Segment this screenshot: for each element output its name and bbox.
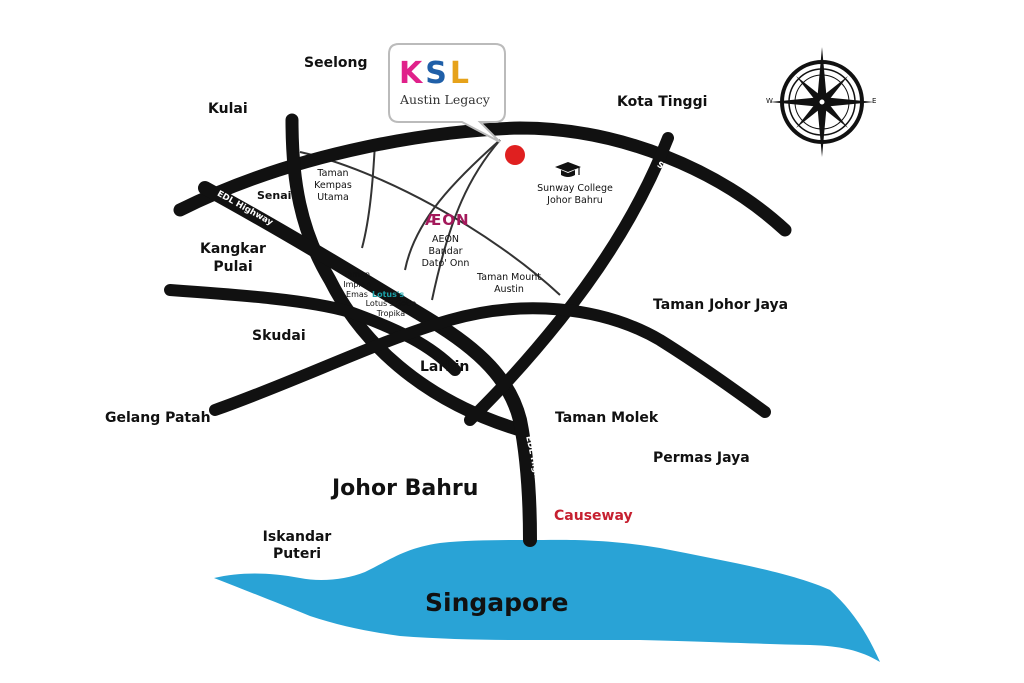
label-sunway-college: Sunway College Johor Bahru xyxy=(537,183,613,206)
edl-highway-upper xyxy=(198,181,537,547)
label-taman-mount-austin: Taman Mount Austin xyxy=(477,272,541,295)
label-iskandar-puteri: Iskandar Puteri xyxy=(262,529,332,562)
label-taman-kempas-utama: Taman Kempas Utama xyxy=(314,168,352,203)
road-kangkar-pulai xyxy=(164,284,461,376)
ksl-subtitle: Austin Legacy xyxy=(400,92,490,107)
aeon-logo: ÆON xyxy=(425,211,470,229)
label-singapore: Singapore xyxy=(425,588,569,617)
road-kulai-spine xyxy=(285,113,527,437)
local-road-bandar xyxy=(431,139,501,301)
label-taman-johor-jaya: Taman Johor Jaya xyxy=(653,297,789,313)
ksl-letter-k: K xyxy=(399,56,426,91)
label-kulai: Kulai xyxy=(208,101,248,117)
lotus-logo: Lotus's xyxy=(372,290,405,299)
label-skudai: Skudai xyxy=(252,328,306,344)
label-kangkar-pulai: Kangkar Pulai xyxy=(200,241,266,275)
label-permas-jaya: Permas Jaya xyxy=(653,450,750,466)
ksl-logo: KSL Austin Legacy xyxy=(387,44,505,124)
ksl-letter-l: L xyxy=(449,56,472,91)
ksl-location-marker[interactable] xyxy=(505,145,525,165)
label-johor-bahru: Johor Bahru xyxy=(332,476,479,501)
label-kota-tinggi: Kota Tinggi xyxy=(617,94,708,110)
ksl-letter-s: S xyxy=(425,56,450,91)
label-larkin: Larkin xyxy=(420,359,470,375)
ksl-wordmark: KSL xyxy=(399,56,472,91)
local-roads xyxy=(299,139,561,301)
strait-water xyxy=(214,539,880,662)
label-taman-impian-emas: Taman Impian Emas xyxy=(343,270,371,299)
label-causeway: Causeway xyxy=(554,508,633,524)
label-aeon-bandar-dato-onn: AEON Bandar Dato' Onn xyxy=(421,234,470,269)
road-skudai xyxy=(209,302,771,418)
main-roads xyxy=(164,113,792,547)
label-gelang-patah: Gelang Patah xyxy=(105,410,211,426)
compass-rose-icon xyxy=(770,47,874,157)
label-seelong: Seelong xyxy=(304,55,368,71)
graduation-cap-icon xyxy=(555,162,581,177)
local-road-austin xyxy=(404,139,501,271)
label-taman-molek: Taman Molek xyxy=(555,410,659,426)
label-lotus-setia-tropika: Lotus's Setia Tropika xyxy=(365,299,417,318)
compass-east-label: E xyxy=(872,97,877,105)
local-road-kempas xyxy=(361,142,376,249)
label-senai: Senai xyxy=(257,189,292,202)
compass-west-label: W xyxy=(766,97,773,105)
